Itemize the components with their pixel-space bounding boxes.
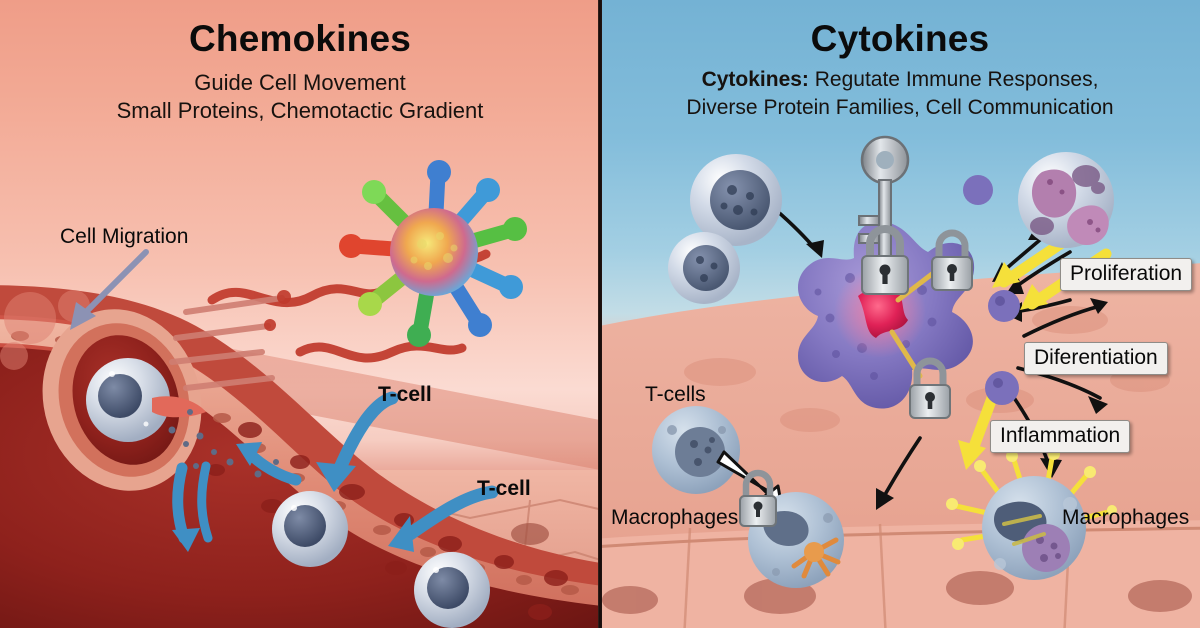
cytokines-artwork <box>600 135 1200 628</box>
label-macrophages-right: Macrophages <box>1062 506 1190 529</box>
chemokine-streak-heads <box>264 290 291 331</box>
macrophage-activated <box>946 448 1117 580</box>
vessel-outer-upper <box>0 285 600 598</box>
t-cell-lower <box>414 552 490 628</box>
purple-cell-top <box>963 175 993 205</box>
antigen-particle <box>791 537 841 579</box>
label-cell-migration: Cell Migration <box>60 225 189 248</box>
t-cell-in-lumen <box>86 358 206 442</box>
right-panel-title: Cytokines <box>810 18 990 59</box>
chemokine-molecule <box>339 160 527 347</box>
label-t-cell-upper: T-cell <box>378 383 432 406</box>
chemokine-streaks <box>169 295 285 391</box>
t-cell-mid <box>272 491 348 567</box>
subtitle-bold-term: Cytokines: <box>701 68 809 91</box>
molecule-arm-tips <box>339 160 527 347</box>
callout-inflammation: Inflammation <box>990 420 1131 453</box>
callout-differentiation: Diferentiation <box>1024 342 1168 375</box>
padlock-icon-bottom <box>909 357 951 419</box>
panel-divider <box>598 0 602 628</box>
neutrophil <box>1018 152 1114 248</box>
callout-proliferation: Proliferation <box>1060 258 1193 291</box>
migration-arrows <box>172 391 499 552</box>
padlock-icon-right <box>931 229 973 291</box>
key-icon <box>858 135 910 259</box>
lymphocyte-upper <box>690 154 782 246</box>
molecule-core <box>390 208 478 296</box>
right-panel-subtitle-line1: Cytokines: Regutate Immune Responses, <box>600 68 1200 92</box>
apc-nucleus <box>858 288 908 338</box>
left-panel-title: Chemokines <box>188 18 411 59</box>
cell-migration-arrow <box>70 249 149 330</box>
padlock-icon-macrophage <box>739 469 777 527</box>
label-t-cell-lower: T-cell <box>477 477 531 500</box>
label-t-cells: T-cells <box>645 383 706 406</box>
purple-cell-upper <box>988 290 1020 322</box>
lymphocyte-lower <box>668 232 740 304</box>
migrating-particles <box>168 409 279 478</box>
right-panel-subtitle-line2: Diverse Protein Families, Cell Communica… <box>686 96 1114 119</box>
chemokines-artwork <box>0 160 600 628</box>
label-macrophages-left: Macrophages <box>611 506 739 529</box>
molecule-core-texture <box>410 232 458 270</box>
padlock-icon-top <box>861 225 909 295</box>
chemokines-panel: Chemokines Guide Cell Movement Small Pro… <box>0 0 600 628</box>
t-cell-presenting <box>652 406 740 494</box>
cytokines-panel: Cytokines Cytokines: Regutate Immune Res… <box>600 0 1200 628</box>
left-panel-subtitle-line2: Small Proteins, Chemotactic Gradient <box>116 98 484 123</box>
subtitle-rest: Regutate Immune Responses, <box>808 68 1099 91</box>
left-panel-subtitle-line1: Guide Cell Movement <box>194 70 406 95</box>
purple-cell-lower <box>985 371 1019 405</box>
tissue-border-line <box>600 526 1200 549</box>
